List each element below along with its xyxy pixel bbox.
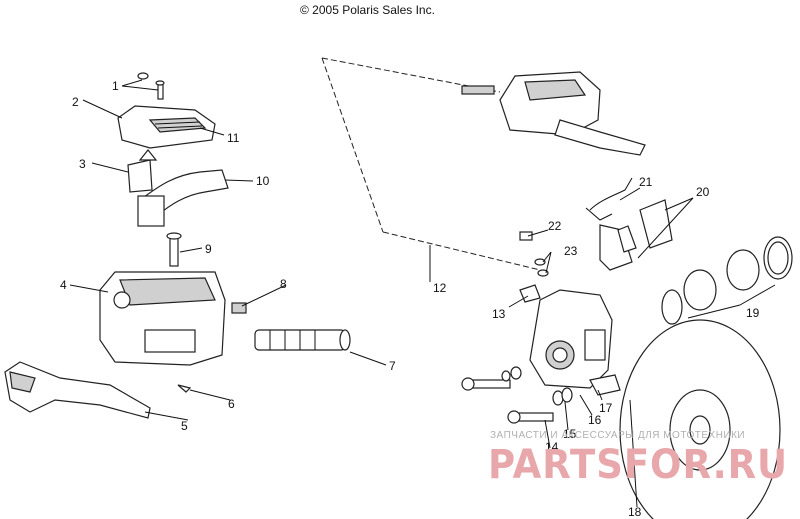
callout-11: 11 xyxy=(227,131,240,145)
callout-20: 20 xyxy=(696,185,710,199)
callout-21: 21 xyxy=(639,175,653,189)
master-cylinder-body xyxy=(99,271,226,366)
callout-12: 12 xyxy=(433,281,447,295)
reservoir-cover-screws xyxy=(137,72,165,100)
callout-15: 15 xyxy=(563,427,577,441)
watermark: ЗАПЧАСТИ И АКСЕССУАРЫ ДЛЯ МОТОТЕХНИКИ PA… xyxy=(488,430,788,488)
piston-assembly xyxy=(254,329,351,351)
callout-7: 7 xyxy=(389,359,396,373)
leader-lines xyxy=(69,79,776,508)
callout-5: 5 xyxy=(181,419,188,433)
callout-18: 18 xyxy=(628,505,642,519)
reservoir-cover xyxy=(117,105,216,149)
small-spring xyxy=(177,384,192,393)
callout-10: 10 xyxy=(256,174,270,188)
brake-caliper xyxy=(529,289,621,396)
watermark-tagline: ЗАПЧАСТИ И АКСЕССУАРЫ ДЛЯ МОТОТЕХНИКИ xyxy=(490,430,745,441)
brake-pads xyxy=(599,199,673,271)
callout-19: 19 xyxy=(746,306,760,320)
callout-4: 4 xyxy=(60,278,67,292)
pad-spring xyxy=(585,177,633,221)
brake-line-bottom xyxy=(382,231,541,271)
brake-lever xyxy=(4,361,151,419)
small-clip xyxy=(231,302,247,314)
callout-3: 3 xyxy=(79,157,86,171)
callout-labels: 1 2 3 4 5 6 7 8 9 10 11 12 13 14 15 16 1… xyxy=(60,79,760,519)
callout-14: 14 xyxy=(545,440,559,454)
callout-16: 16 xyxy=(588,413,602,427)
brake-line-side xyxy=(321,57,384,233)
banjo-bolt-washers xyxy=(519,231,549,277)
master-cylinder-assembled xyxy=(499,71,646,156)
callout-2: 2 xyxy=(72,95,79,109)
watermark-brand: PARTSFOR.RU xyxy=(488,442,788,488)
lever-arm xyxy=(137,169,229,227)
callout-22: 22 xyxy=(548,219,562,233)
callout-6: 6 xyxy=(228,397,235,411)
callout-1: 1 xyxy=(112,79,119,93)
banjo-fitting-top xyxy=(461,85,495,95)
callout-23: 23 xyxy=(564,244,578,258)
callout-17: 17 xyxy=(599,401,613,415)
caliper-bolt-lower xyxy=(507,387,573,424)
reservoir-bracket xyxy=(127,149,158,193)
callout-9: 9 xyxy=(205,242,212,256)
caliper-bolt-upper xyxy=(461,366,522,391)
caliper-pistons-seals xyxy=(661,236,793,325)
brake-rotor xyxy=(619,319,781,519)
pivot-pin xyxy=(166,232,182,267)
copyright-text: © 2005 Polaris Sales Inc. xyxy=(300,3,435,17)
callout-13: 13 xyxy=(492,307,506,321)
callout-8: 8 xyxy=(280,277,287,291)
brake-line-top xyxy=(321,57,501,93)
